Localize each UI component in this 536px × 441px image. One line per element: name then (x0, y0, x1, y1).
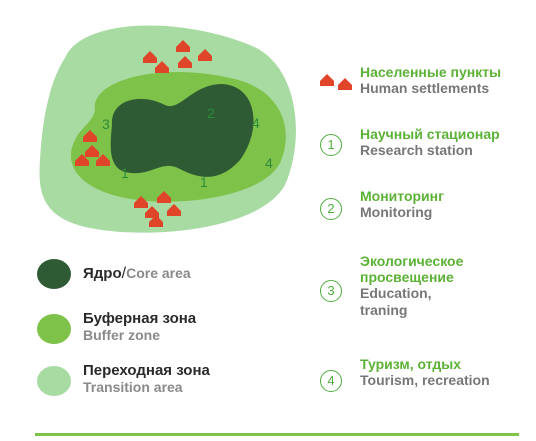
number-circle-icon: 1 (320, 134, 342, 156)
zone-number: 1 (121, 165, 129, 181)
zone-number: 4 (252, 115, 260, 131)
zone-number: 4 (265, 155, 273, 171)
settlement-icon (155, 61, 169, 73)
zone-number: 2 (207, 105, 215, 121)
zoning-diagram: 3 2 4 4 1 1 (39, 25, 296, 233)
zone-number: 3 (102, 116, 110, 132)
settlement-icon (149, 215, 163, 227)
settlements-ru-label: Населенные пункты (360, 64, 502, 80)
settlement-icon (75, 154, 89, 166)
buffer-en-label: Buffer zone (83, 327, 160, 343)
settlement-icon (83, 130, 97, 142)
education-en-label: Education, traning (360, 285, 432, 318)
number-circle-icon: 2 (320, 198, 342, 220)
settlements-group (75, 40, 212, 227)
core-en-label: Core area (126, 265, 191, 281)
settlement-icon (96, 154, 110, 166)
core-area-shape (110, 84, 254, 177)
tourism-ru-label: Туризм, отдых (360, 356, 462, 372)
settlement-icon (167, 204, 181, 216)
settlement-icon (85, 145, 99, 157)
education-ru-label: Экологическое просвещение (360, 253, 464, 285)
bottom-divider (35, 433, 519, 436)
settlement-icon (176, 40, 190, 52)
buffer-ru-label: Буферная зона (83, 310, 197, 327)
buffer-swatch (37, 314, 71, 344)
zone-number: 1 (200, 174, 208, 190)
monitoring-en-label: Monitoring (360, 204, 433, 220)
settlement-icon (143, 51, 157, 63)
core-swatch (37, 259, 71, 289)
tourism-en-label: Tourism, recreation (360, 372, 490, 388)
research-ru-label: Научный стационар (360, 126, 500, 142)
settlement-icon (134, 196, 148, 208)
core-ru-label: Ядро (83, 265, 122, 282)
number-circle-icon: 3 (320, 280, 342, 302)
transition-ru-label: Переходная зона (83, 362, 210, 379)
transition-swatch (37, 366, 71, 396)
settlement-icon (145, 206, 159, 218)
research-en-label: Research station (360, 142, 473, 158)
transition-en-label: Transition area (83, 379, 183, 395)
settlement-icon (157, 191, 171, 203)
settlement-icon (198, 49, 212, 61)
number-circle-icon: 4 (320, 370, 342, 392)
monitoring-ru-label: Мониторинг (360, 188, 444, 204)
settlement-icon (178, 56, 192, 68)
settlements-en-label: Human settlements (360, 80, 490, 96)
core-separator: / (121, 265, 127, 282)
settlement-icon-legend (320, 74, 352, 90)
